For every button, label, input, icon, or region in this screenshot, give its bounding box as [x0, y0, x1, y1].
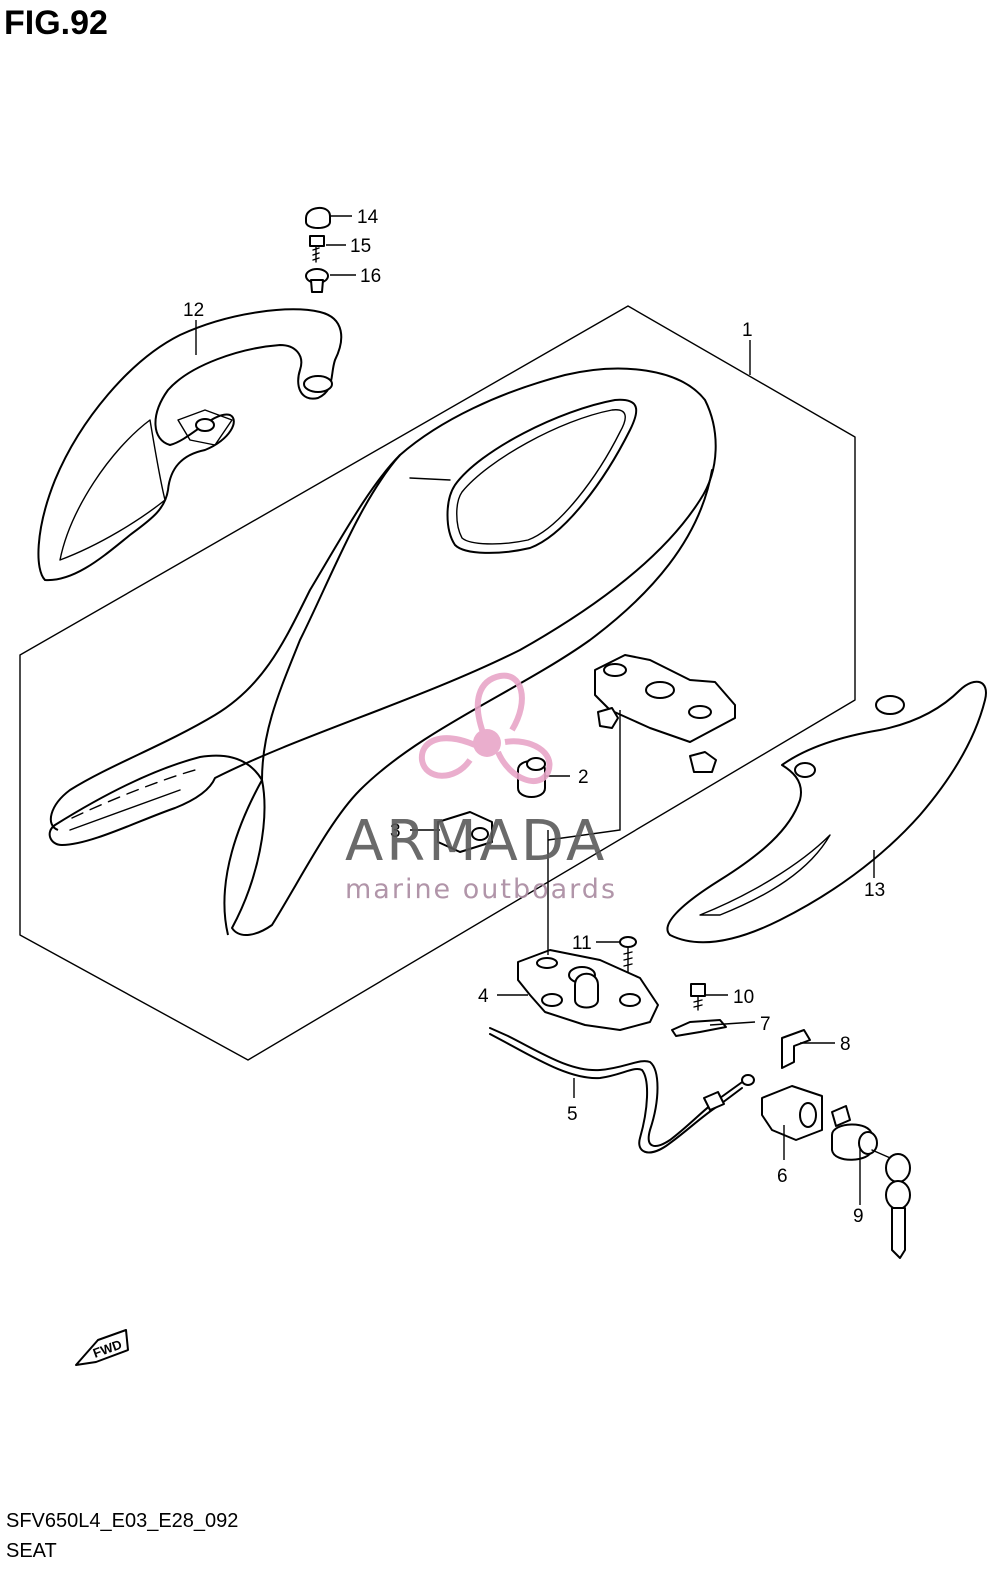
diagram-code: SFV650L4_E03_E28_092 — [6, 1510, 239, 1532]
callout-5: 5 — [567, 1104, 578, 1125]
screw-11[interactable] — [619, 936, 637, 973]
callout-13: 13 — [864, 880, 885, 901]
callout-7: 7 — [760, 1014, 771, 1035]
leader-lines — [195, 215, 875, 1205]
callout-1: 1 — [742, 320, 753, 341]
seat-part-1[interactable] — [48, 367, 717, 936]
clip-8[interactable] — [781, 1029, 811, 1069]
grab-rail-13[interactable] — [666, 680, 987, 944]
callouts: 1 2 3 4 5 6 7 8 9 10 11 12 13 14 15 16 — [183, 207, 885, 1227]
propeller-logo-icon — [418, 672, 553, 784]
assembly-outline — [19, 305, 856, 1061]
callout-15: 15 — [350, 236, 371, 257]
callout-14: 14 — [357, 207, 379, 228]
callout-10: 10 — [733, 987, 754, 1008]
callout-11: 11 — [572, 933, 592, 954]
callout-9: 9 — [853, 1206, 864, 1227]
cap-14[interactable] — [305, 207, 331, 229]
watermark-tagline: marine outboards — [345, 874, 617, 905]
callout-12: 12 — [183, 300, 204, 321]
watermark: ARMADA marine outboards — [345, 672, 617, 905]
callout-4: 4 — [478, 986, 489, 1007]
clip-7[interactable] — [671, 1019, 727, 1037]
callout-2: 2 — [578, 767, 589, 788]
watermark-brand: ARMADA — [345, 809, 607, 874]
callout-16: 16 — [360, 266, 381, 287]
callout-3: 3 — [390, 821, 401, 842]
forward-direction-badge: FWD — [75, 1329, 129, 1366]
callout-8: 8 — [840, 1034, 851, 1055]
latch-3[interactable] — [437, 811, 493, 853]
collar-16[interactable] — [305, 268, 329, 293]
bolt-10[interactable] — [690, 983, 706, 1011]
upper-bracket[interactable] — [594, 654, 736, 773]
callout-6: 6 — [777, 1166, 788, 1187]
bolt-15[interactable] — [309, 235, 325, 263]
figure-title: FIG.92 — [4, 4, 108, 42]
cable-5[interactable] — [489, 1027, 755, 1154]
key-cylinder-9[interactable] — [831, 1105, 911, 1259]
lock-assembly-4[interactable] — [517, 949, 659, 1031]
diagram-name: SEAT — [6, 1540, 57, 1562]
bracket-6[interactable] — [761, 1085, 823, 1141]
grab-rail-12[interactable] — [37, 308, 343, 582]
